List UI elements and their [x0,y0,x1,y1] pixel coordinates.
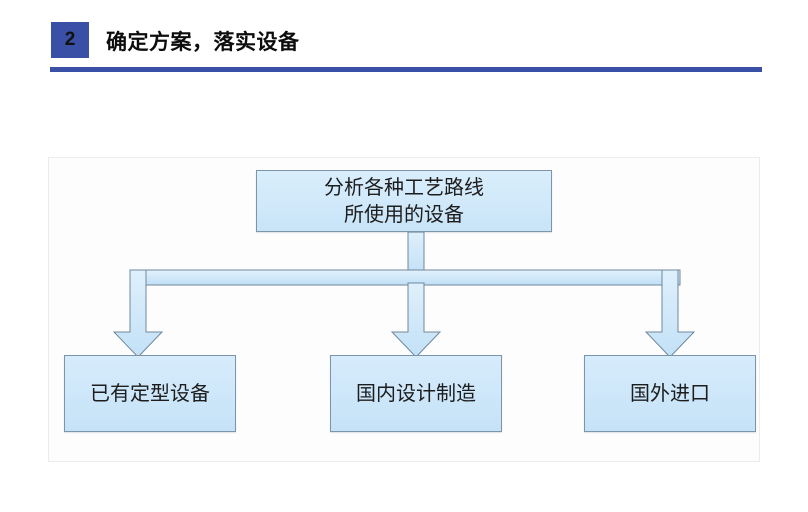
node-domestic-manufacture-label: 国内设计制造 [356,381,476,406]
node-analyze-equipment-line-2: 所使用的设备 [344,202,464,226]
node-analyze-equipment-line-1: 分析各种工艺路线 [324,175,484,200]
node-foreign-import-label: 国外进口 [630,381,710,406]
slide-header: 2 确定方案，落实设备 [0,0,808,80]
node-analyze-equipment: 分析各种工艺路线 所使用的设备 [256,170,552,232]
node-existing-equipment-label: 已有定型设备 [90,381,210,406]
step-number-badge: 2 [51,22,89,58]
page-title: 确定方案，落实设备 [106,31,300,54]
node-domestic-manufacture: 国内设计制造 [330,355,502,432]
node-foreign-import: 国外进口 [584,355,756,432]
node-existing-equipment: 已有定型设备 [64,355,236,432]
header-divider-rule [50,67,762,72]
